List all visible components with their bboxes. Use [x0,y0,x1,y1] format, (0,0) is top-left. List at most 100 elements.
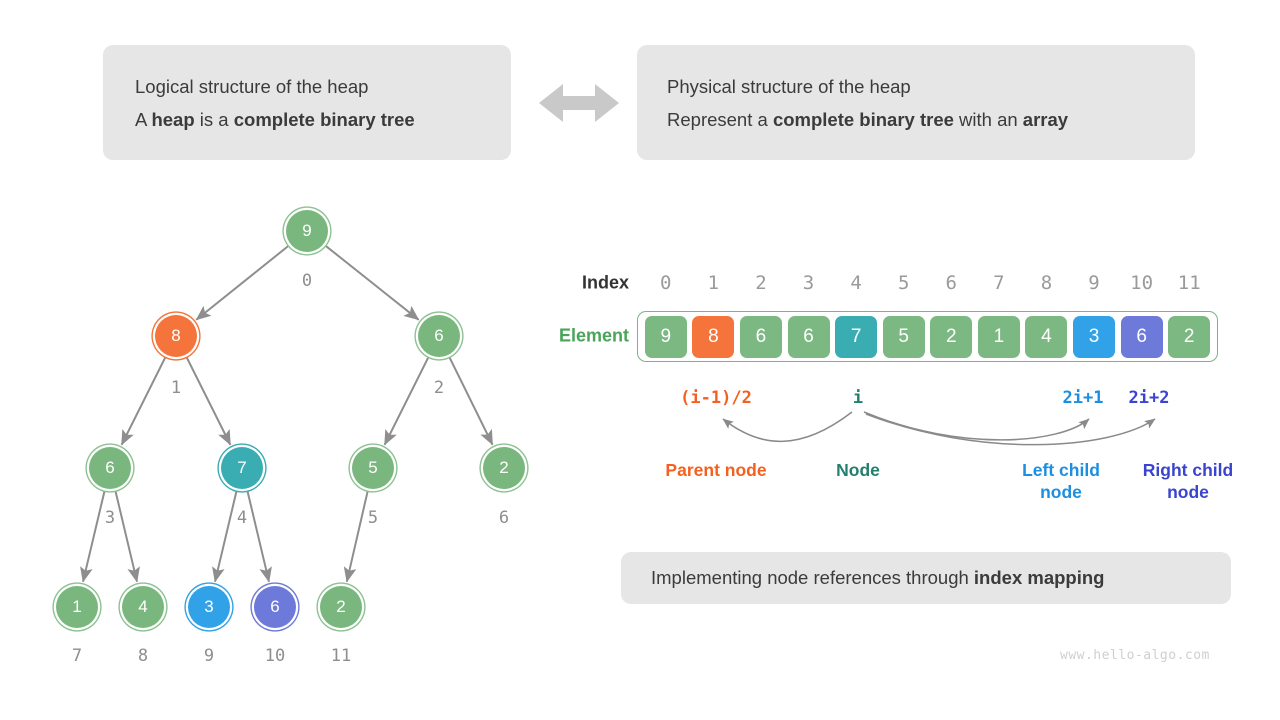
mapping-role-line2: node [1167,482,1209,502]
caption-left-line2-pre: A [135,108,152,130]
caption-right-line1: Physical structure of the heap [667,75,911,97]
array-index-5: 5 [897,272,910,294]
tree-edge-index-label: 2 [433,378,445,398]
tree-node-value: 4 [138,597,148,616]
array-cell-value: 3 [1088,325,1100,347]
tree-edge [383,356,430,446]
array-cell-8: 4 [1025,315,1068,358]
tree-node-value: 9 [302,221,312,240]
caption-bottom-pre: Implementing node references through [651,567,974,588]
mapping-formula-1: i [852,388,864,408]
tree-edge [80,490,106,583]
tree-edge-index-label: 0 [301,271,313,291]
tree-leaf-index-label: 11 [330,646,352,666]
tree-node-11: 2 [320,586,362,628]
array-cell-value: 1 [993,325,1005,347]
tree-edge-index-label: 5 [367,508,379,528]
tree-node-value: 2 [499,458,509,477]
tree-node-value: 5 [368,458,378,477]
tree-node-0: 9 [286,210,328,252]
array-index-1: 1 [707,272,720,294]
tree-node-2: 6 [418,315,460,357]
tree-edge [195,244,290,321]
array-index-row-label: Index [581,272,629,293]
array-cell-3: 6 [787,315,830,358]
tree-edge [114,490,140,583]
tree-edge-index-label: 4 [236,508,248,528]
double-headed-arrow-icon [539,80,619,126]
array-outline [637,311,1218,362]
array-index-8: 8 [1040,272,1053,294]
tree-leaf-index-label: 10 [264,646,286,666]
tree-node-4: 7 [221,447,263,489]
array-cell-value: 5 [898,325,909,347]
array-index-10: 10 [1130,272,1154,294]
caption-bottom-bold: index mapping [973,567,1105,588]
caption-physical-structure: Physical structure of the heap Represent… [637,45,1195,160]
caption-right-bold-cbt: complete binary tree [772,108,954,130]
tree-leaf-index-label: 9 [203,646,215,666]
tree-node-value: 6 [105,458,115,477]
tree-node-1: 8 [155,315,197,357]
caption-left-bold-cbt: complete binary tree [233,108,415,130]
tree-node-value: 1 [72,597,82,616]
tree-edge-index-label: 6 [498,508,510,528]
watermark: www.hello-algo.com [1060,648,1210,663]
array-index-9: 9 [1088,272,1100,294]
caption-index-mapping: Implementing node references through ind… [621,552,1231,604]
tree-edge [343,490,369,583]
caption-right-line2-mid: with an [953,108,1023,130]
array-cell-value: 4 [1041,325,1052,347]
tree-node-7: 1 [56,586,98,628]
mapping-formula-2: 2i+1 [1062,388,1104,408]
caption-logical-structure: Logical structure of the heap A heap is … [103,45,511,160]
caption-left-bold-heap: heap [151,108,195,130]
tree-node-6: 2 [483,447,525,489]
array-cell-5: 5 [882,315,925,358]
array-cell-2: 6 [739,315,782,358]
mapping-role-line2: node [1040,482,1082,502]
array-cell-value: 8 [708,325,719,347]
array-cell-0: 9 [644,315,687,358]
array-cell-value: 6 [803,325,814,347]
tree-leaf-index-label: 7 [71,646,83,666]
array-index-6: 6 [945,272,958,294]
caption-right-line2: Represent a complete binary tree with an… [667,103,1165,136]
tree-node-value: 2 [336,597,346,616]
tree-edge [448,356,494,446]
array-cell-9: 3 [1073,315,1116,358]
tree-leaf-index-label: 8 [137,646,149,666]
array-cell-4: 7 [835,315,878,358]
caption-right-line2-pre: Represent a [667,108,773,130]
mapping-role-line1: Node [836,460,880,480]
tree-node-value: 8 [171,326,181,345]
array-cell-value: 6 [1136,325,1147,347]
tree-edge [246,490,272,583]
tree-edge-index-label: 3 [104,508,116,528]
array-index-2: 2 [755,272,767,294]
array-index-3: 3 [802,272,815,294]
array-cell-10: 6 [1120,315,1163,358]
tree-node-value: 3 [204,597,214,616]
array-index-0: 0 [660,272,672,294]
tree-node-value: 6 [434,326,444,345]
mapping-role-0: Parent node [665,459,766,481]
array-cell-11: 2 [1168,315,1211,358]
tree-node-10: 6 [254,586,296,628]
mapping-role-line1: Parent node [665,460,767,480]
array-cell-value: 7 [850,325,862,347]
tree-node-value: 6 [270,597,280,616]
mapping-formula-0: (i-1)/2 [680,388,752,408]
array-cell-7: 1 [977,315,1020,358]
tree-edge [120,356,167,446]
tree-node-value: 7 [237,458,247,477]
caption-right-bold-array: array [1022,108,1069,130]
array-element-row-label: Element [558,325,629,346]
array-cell-1: 8 [692,315,735,358]
tree-node-3: 6 [89,447,131,489]
array-index-7: 7 [993,272,1005,294]
